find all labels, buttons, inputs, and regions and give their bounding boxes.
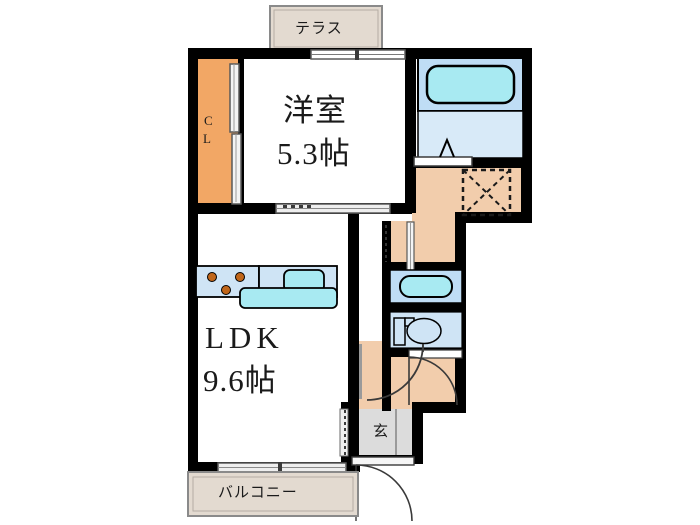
bathtub <box>417 57 524 112</box>
closet-label-line1: C <box>204 113 213 128</box>
toilet-door[interactable] <box>408 349 463 406</box>
kitchen-counter <box>195 265 338 309</box>
window-terrace <box>310 49 406 60</box>
genkan-floor <box>348 409 423 462</box>
ldk-name-label: LDK <box>205 320 284 355</box>
ldk-floor <box>196 210 356 465</box>
sliding-door-room-ldk[interactable] <box>275 203 391 214</box>
closet-label-line2: L <box>203 131 211 146</box>
washroom-floor <box>412 163 523 221</box>
western-room-name-label: 洋室 <box>283 93 347 128</box>
ldk-area-label: 9.6帖 <box>203 363 277 398</box>
toilet <box>389 311 463 349</box>
closet-sliding-doors[interactable] <box>229 63 242 205</box>
washing-machine-space <box>461 168 512 217</box>
bathroom-wash-area <box>417 110 524 159</box>
balcony-label: バルコニー <box>218 485 298 501</box>
entrance-label: 玄 <box>373 424 389 440</box>
partition-dashed <box>344 225 387 458</box>
bathroom-folding-door[interactable] <box>413 137 473 167</box>
shoe-cabinet <box>339 408 349 457</box>
terrace-area <box>269 5 383 52</box>
western-room-area-label: 5.3帖 <box>277 136 351 171</box>
terrace-label: テラス <box>295 21 343 37</box>
hall-ldk-door[interactable] <box>359 343 424 401</box>
balcony-area <box>187 471 359 517</box>
wash-basin <box>389 269 463 304</box>
